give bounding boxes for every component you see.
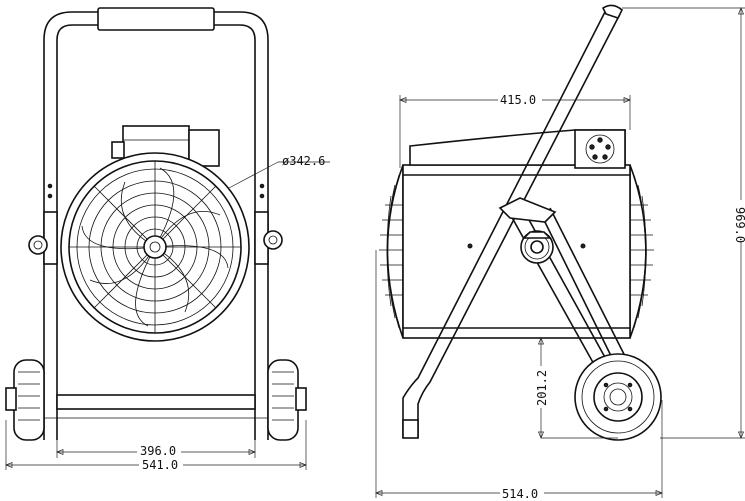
side-knob-right — [254, 211, 283, 265]
label-overall-depth: 514.0 — [502, 487, 538, 501]
side-fan-guard-left — [379, 164, 404, 339]
label-ground-clearance: 201.2 — [535, 370, 549, 406]
pivot-knob — [520, 230, 554, 264]
fan-guard — [60, 152, 250, 342]
side-fan-guard-right — [629, 164, 654, 339]
bottom-axle — [44, 394, 268, 419]
fan-hub — [143, 235, 167, 259]
dim-body-length: 415.0 — [399, 92, 631, 168]
side-knob-left — [28, 211, 58, 265]
dim-outer-width: 541.0 — [5, 420, 307, 472]
heater-body — [402, 164, 631, 339]
label-overall-height: 969.0 — [733, 207, 745, 243]
label-inner-width: 396.0 — [140, 444, 176, 458]
handle-frame — [43, 7, 269, 440]
label-body-length: 415.0 — [500, 93, 536, 107]
label-fan-diameter: ø342.6 — [282, 154, 325, 168]
front-view: ø342.6 396.0 541.0 — [5, 7, 330, 472]
side-view: 415.0 969.0 201.2 — [375, 4, 745, 501]
dim-inner-width: 396.0 — [56, 440, 256, 458]
trolley-frame — [402, 4, 631, 439]
dim-overall-depth: 514.0 — [375, 250, 663, 501]
control-housing — [409, 129, 626, 169]
dim-fan-diameter: ø342.6 — [228, 154, 330, 189]
side-wheel — [574, 353, 662, 441]
dim-ground-clearance: 201.2 — [535, 337, 618, 439]
handle-grip — [97, 7, 215, 31]
front-wheel-right — [267, 359, 307, 441]
front-wheel-left — [5, 359, 45, 441]
power-socket — [574, 129, 626, 169]
dim-overall-height: 969.0 — [622, 7, 745, 439]
label-outer-width: 541.0 — [142, 458, 178, 472]
